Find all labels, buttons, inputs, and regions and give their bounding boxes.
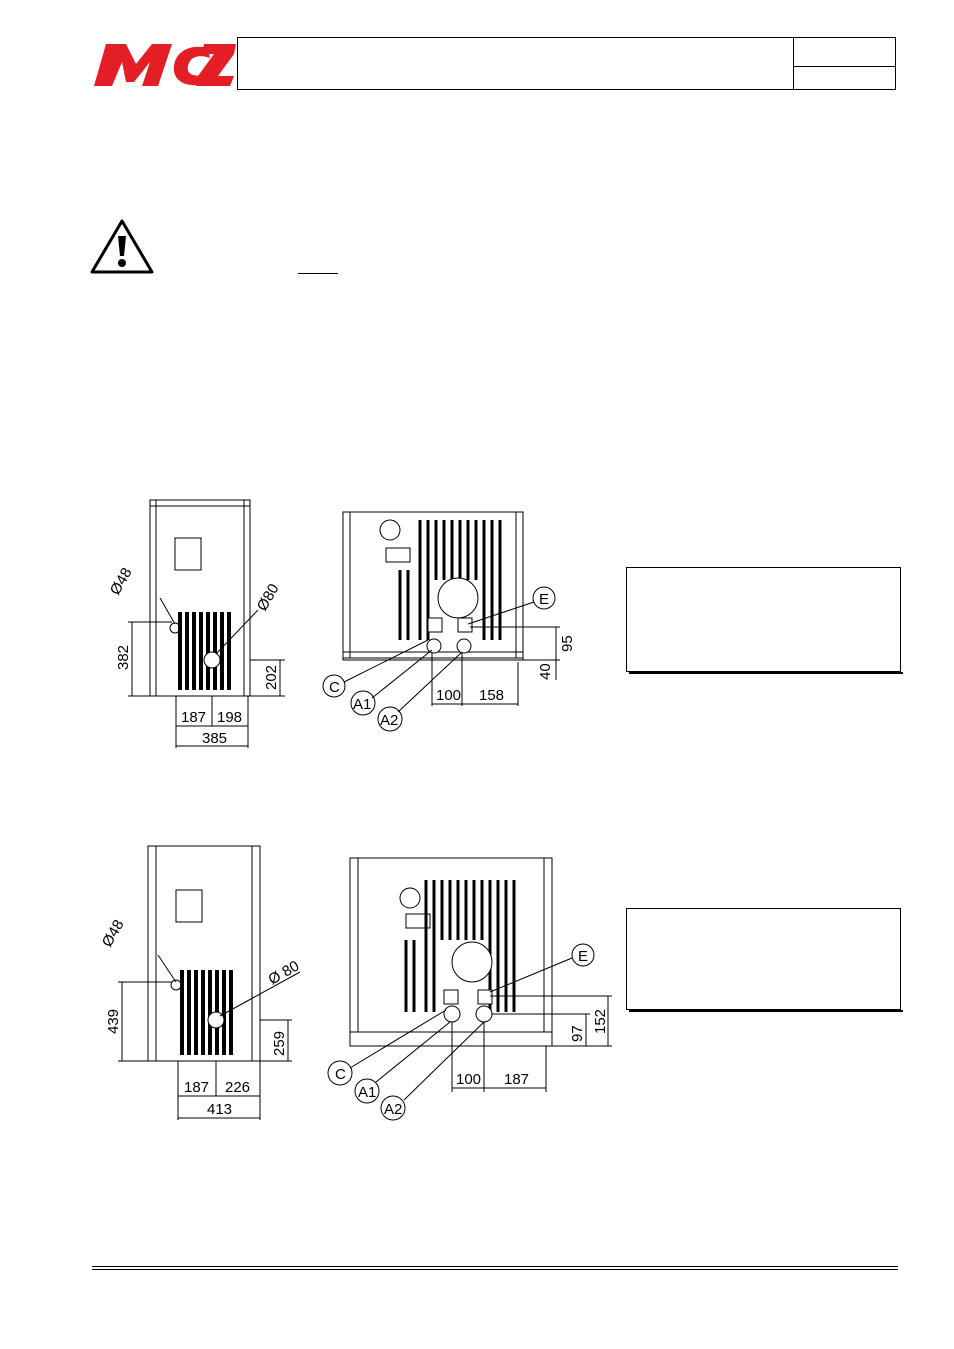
technical-drawing-top: Ø48 Ø80 382 202 187 198 385 C A1 A2 E 10… — [107, 499, 576, 748]
dim-rear-height-1: 95 — [559, 635, 576, 652]
dim-width-total: 385 — [202, 730, 227, 747]
dim-rear-height-2: 152 — [592, 1009, 609, 1034]
label-a1: A1 — [358, 1084, 376, 1101]
dim-height-1: 382 — [115, 645, 132, 670]
header-page-box — [793, 38, 895, 89]
footer-divider — [92, 1266, 898, 1267]
label-a2: A2 — [380, 712, 398, 729]
dim-width-2: 198 — [217, 709, 242, 726]
dim-rear-height-2: 40 — [537, 663, 554, 680]
mcz-logo — [92, 40, 236, 90]
underline-mark — [298, 273, 338, 274]
label-c: C — [335, 1066, 346, 1083]
technical-drawing-bottom: Ø48 Ø 80 439 259 187 226 413 C A1 A2 E 1… — [99, 845, 612, 1121]
label-e: E — [539, 591, 549, 608]
dim-rear-width-2: 187 — [504, 1071, 529, 1088]
dim-width-2: 226 — [225, 1079, 250, 1096]
dim-dia-air: Ø 80 — [266, 957, 303, 988]
dim-rear-width-1: 100 — [456, 1071, 481, 1088]
label-a1: A1 — [353, 696, 371, 713]
dim-height-1: 439 — [105, 1009, 122, 1034]
info-box-bottom — [626, 908, 903, 1012]
dim-dia-air: Ø80 — [254, 581, 283, 614]
dim-width-total: 413 — [207, 1101, 232, 1118]
dim-height-2: 259 — [271, 1031, 288, 1056]
dim-rear-width-2: 158 — [479, 687, 504, 704]
dim-dia-flue: Ø48 — [107, 565, 136, 598]
dim-height-2: 202 — [263, 665, 280, 690]
dim-dia-flue: Ø48 — [99, 917, 128, 950]
dim-rear-width-1: 100 — [436, 687, 461, 704]
label-e: E — [578, 948, 588, 965]
dim-rear-height-1: 97 — [569, 1025, 586, 1042]
label-a2: A2 — [384, 1101, 402, 1118]
dim-width-1: 187 — [181, 709, 206, 726]
footer-divider-2 — [92, 1269, 898, 1270]
header-title-box — [237, 37, 896, 90]
warning-triangle-icon — [90, 218, 154, 274]
label-c: C — [329, 679, 340, 696]
dim-width-1: 187 — [184, 1079, 209, 1096]
info-box-top — [626, 567, 903, 674]
